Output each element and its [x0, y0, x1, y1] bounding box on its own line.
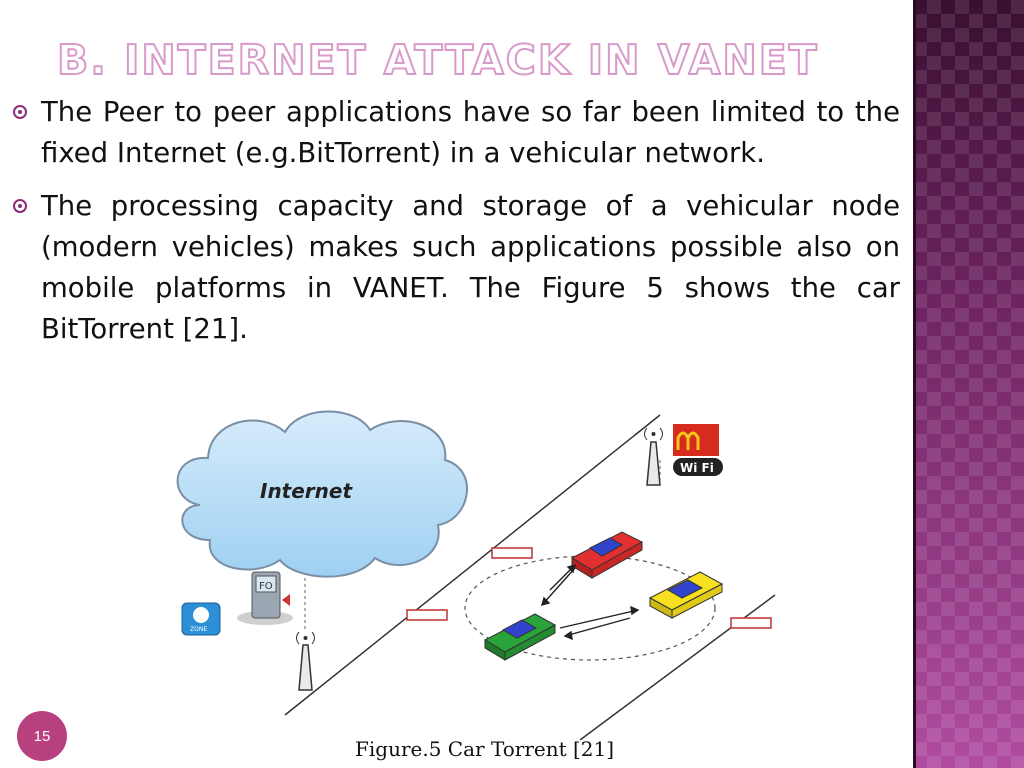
antenna-tower-icon: [296, 631, 315, 691]
atm-kiosk: FO: [237, 571, 293, 625]
atm-label: FO: [259, 581, 273, 592]
zone-label: ZONE: [190, 626, 207, 633]
bullet-icon: [13, 199, 27, 213]
car-torrent-figure: Internet FO ZONE Wi Fi: [176, 410, 776, 740]
decorative-sidebar: [913, 0, 1024, 768]
wifi-zone-sign: ZONE: [181, 602, 221, 636]
road-sign: [491, 547, 533, 559]
bullet-icon: [13, 105, 27, 119]
mcdonalds-wifi-logo: Wi Fi: [673, 424, 723, 476]
cloud-label: Internet: [260, 479, 353, 503]
road-sign: [406, 609, 448, 621]
data-exchange-arrows: [540, 563, 640, 641]
road-line: [284, 414, 661, 716]
internet-cloud: Internet: [176, 410, 468, 578]
antenna-tower-icon: [644, 427, 663, 486]
page-number-badge: 15: [17, 711, 67, 761]
bullet-text: The processing capacity and storage of a…: [41, 190, 900, 345]
figure-caption: Figure.5 Car Torrent [21]: [355, 737, 615, 761]
yellow-car: [648, 571, 724, 619]
green-car: [483, 613, 557, 661]
red-car: [570, 531, 644, 579]
bullet-text: The Peer to peer applications have so fa…: [41, 96, 900, 169]
bullet-item: The Peer to peer applications have so fa…: [10, 92, 900, 174]
slide-title: B. Internet attack in VANET: [56, 35, 819, 85]
bullet-item: The processing capacity and storage of a…: [10, 186, 900, 350]
bullet-list: The Peer to peer applications have so fa…: [10, 92, 900, 362]
road-sign: [730, 617, 772, 629]
wifi-label: Wi Fi: [680, 461, 714, 475]
